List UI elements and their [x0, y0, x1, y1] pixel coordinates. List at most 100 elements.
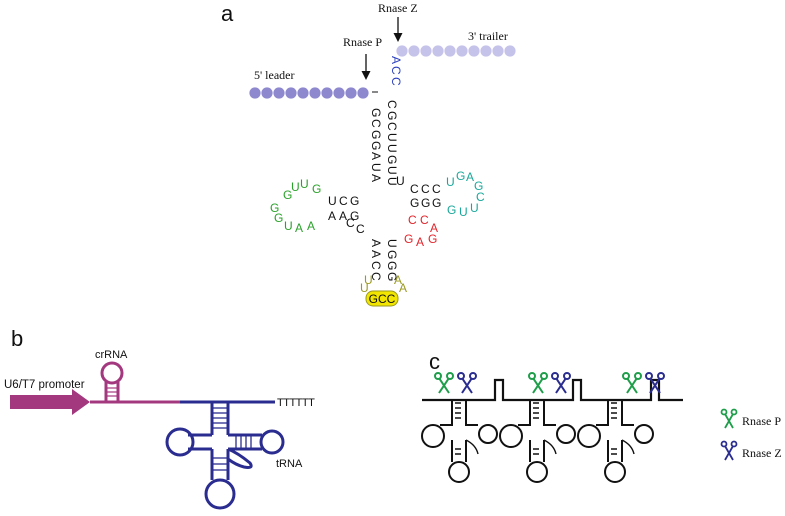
svg-text:U: U — [385, 239, 399, 248]
svg-text:C: C — [385, 100, 399, 109]
trna-unit-3 — [577, 400, 654, 483]
svg-text:C: C — [356, 222, 365, 236]
svg-text:G: G — [274, 211, 283, 225]
anticodon-loop: U U A A GCC — [360, 273, 407, 307]
svg-text:G: G — [270, 201, 279, 215]
svg-text:U: U — [291, 180, 300, 194]
svg-text:G: G — [421, 196, 430, 210]
svg-text:C: C — [420, 213, 429, 227]
svg-text:U: U — [385, 177, 399, 186]
trailer-label: 3' trailer — [468, 29, 508, 43]
promoter-arrow — [10, 389, 90, 415]
svg-text:U: U — [446, 175, 455, 189]
svg-text:C: C — [410, 182, 419, 196]
panel-a: a Rnase Z Rnase P 3' trailer 5' leader G — [221, 1, 516, 307]
svg-text:G: G — [385, 250, 399, 259]
legend-rnase-z-label: Rnase Z — [742, 446, 782, 460]
panel-b: b U6/T7 promoter crRNA — [4, 326, 316, 510]
scissors-rnase-z-icon — [457, 372, 477, 394]
svg-text:G: G — [283, 188, 292, 202]
trailer-beads — [396, 45, 516, 57]
svg-text:G: G — [369, 130, 383, 139]
svg-text:A: A — [339, 209, 347, 223]
svg-text:G: G — [385, 272, 399, 281]
acceptor-stem-3p: C G C U U G U U — [385, 100, 399, 186]
anticodon-text: GCC — [369, 292, 396, 306]
svg-text:G: G — [447, 203, 456, 217]
svg-text:A: A — [369, 239, 383, 247]
svg-text:C: C — [385, 122, 399, 131]
svg-text:U: U — [470, 201, 479, 215]
svg-text:A: A — [369, 174, 383, 182]
leader-beads — [249, 87, 369, 99]
rnase-z-arrowhead — [393, 33, 403, 42]
svg-text:C: C — [408, 213, 417, 227]
svg-text:A: A — [369, 152, 383, 160]
panel-c: c — [421, 349, 782, 483]
scissors-rnase-z-icon — [551, 372, 571, 394]
svg-text:U: U — [328, 194, 337, 208]
variable-loop: C C A G A G — [404, 213, 438, 249]
svg-text:C: C — [432, 182, 441, 196]
svg-text:A: A — [394, 273, 402, 287]
svg-text:U: U — [360, 281, 369, 295]
trna-label: tRNA — [276, 458, 303, 470]
svg-text:A: A — [389, 56, 403, 64]
svg-text:G: G — [456, 169, 465, 183]
svg-text:A: A — [399, 281, 407, 295]
svg-text:C: C — [421, 182, 430, 196]
legend-rnase-z-icon — [720, 440, 738, 461]
trna-unit-1 — [421, 400, 498, 483]
svg-text:U: U — [369, 163, 383, 172]
svg-text:G: G — [404, 232, 413, 246]
rnase-p-label: Rnase P — [343, 35, 382, 49]
svg-text:U: U — [459, 205, 468, 219]
svg-text:G: G — [385, 155, 399, 164]
panel-a-label: a — [221, 1, 234, 26]
trna-cloverleaf: G C G G A U A C G C U U G U U A — [270, 56, 485, 307]
svg-text:C: C — [369, 261, 383, 270]
trna-scaffold — [165, 400, 285, 510]
anticodon-stem: A A C C U G G G — [369, 239, 399, 281]
svg-text:G: G — [410, 196, 419, 210]
svg-text:C: C — [369, 119, 383, 128]
svg-text:G: G — [369, 108, 383, 117]
scissors-rnase-p-icon — [528, 372, 548, 394]
svg-text:G: G — [369, 141, 383, 150]
legend-rnase-p-label: Rnase P — [742, 414, 781, 428]
svg-text:A: A — [416, 235, 424, 249]
trna-unit-2 — [499, 400, 576, 483]
svg-text:A: A — [307, 219, 315, 233]
rnase-z-label: Rnase Z — [378, 1, 418, 15]
svg-text:U: U — [396, 174, 405, 188]
svg-text:G: G — [432, 196, 441, 210]
terminator-label: TTTTTT — [277, 397, 315, 409]
panel-c-label: c — [429, 349, 440, 374]
svg-text:U: U — [284, 219, 293, 233]
scissors-rnase-z-icon — [645, 372, 665, 394]
svg-text:G: G — [428, 232, 437, 246]
acceptor-stem-5p: G C G G A U A — [369, 108, 383, 182]
scissors-rnase-p-icon — [434, 372, 454, 394]
cca-tail: A C C — [389, 56, 403, 86]
svg-text:C: C — [389, 66, 403, 75]
crrna-hairpin — [90, 361, 180, 404]
svg-text:G: G — [385, 261, 399, 270]
svg-text:U: U — [300, 177, 309, 191]
anticodon-highlight — [365, 290, 399, 307]
scissors-rnase-p-icon — [622, 372, 642, 394]
legend-rnase-p-icon — [720, 408, 738, 429]
svg-text:A: A — [466, 170, 474, 184]
rnase-p-arrowhead — [361, 71, 371, 80]
svg-text:A: A — [430, 221, 438, 235]
svg-text:A: A — [369, 250, 383, 258]
svg-text:C: C — [476, 190, 485, 204]
svg-text:A: A — [328, 209, 336, 223]
svg-text:U: U — [385, 144, 399, 153]
svg-text:G: G — [350, 194, 359, 208]
svg-text:G: G — [312, 182, 321, 196]
legend: Rnase P Rnase Z — [720, 408, 782, 461]
svg-text:G: G — [385, 111, 399, 120]
